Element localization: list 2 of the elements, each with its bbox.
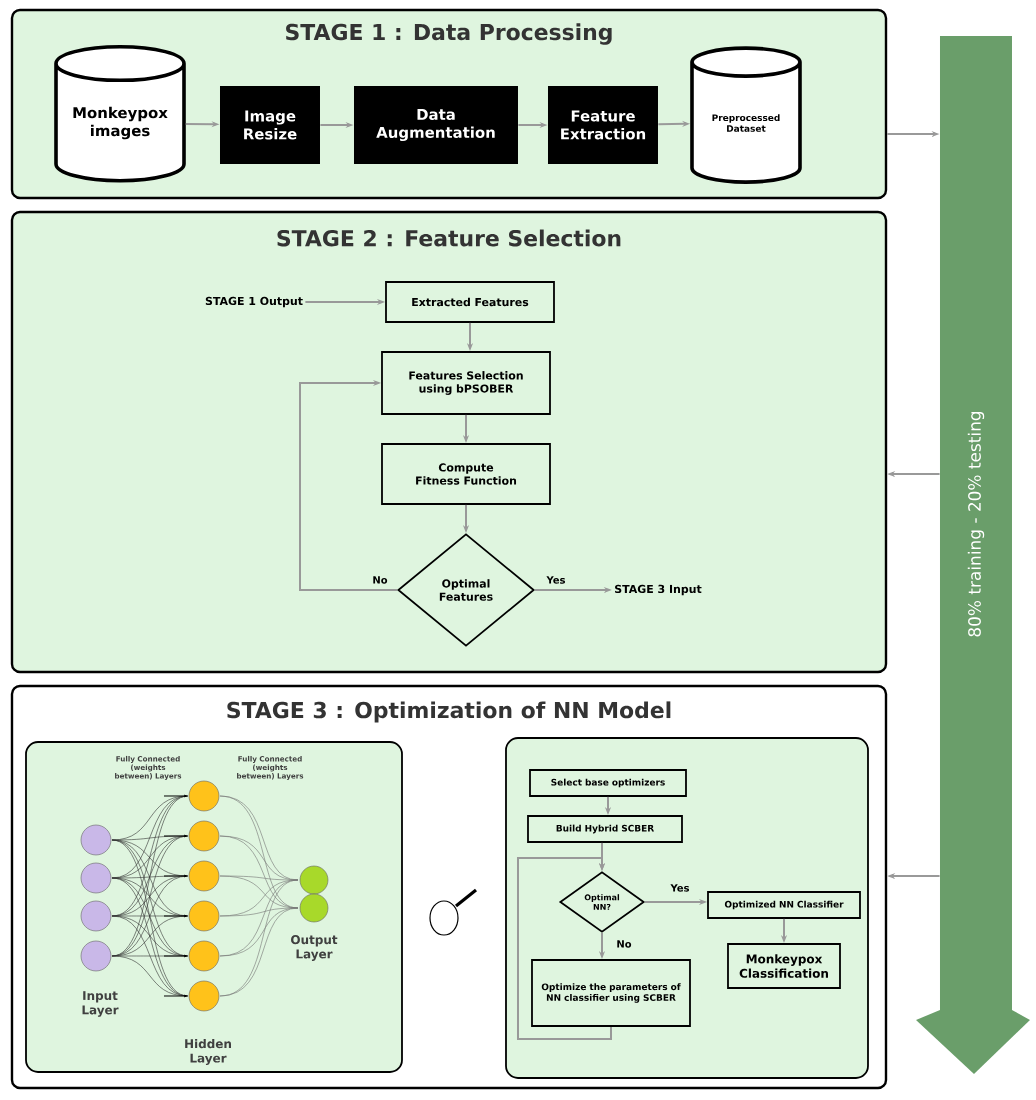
arrow — [517, 857, 612, 1040]
arrow — [299, 379, 399, 591]
